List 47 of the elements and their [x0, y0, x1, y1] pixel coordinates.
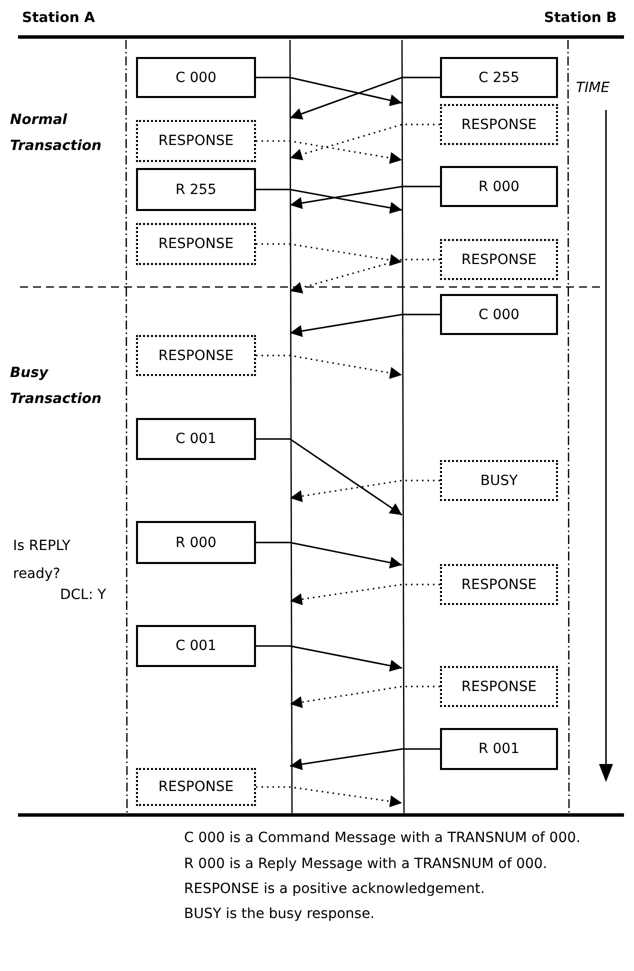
- arrow: [256, 76, 402, 106]
- arrow: [290, 186, 440, 209]
- arrow: [256, 243, 402, 266]
- section-label: Normal Transaction: [10, 111, 102, 156]
- response-box: RESPONSE: [440, 239, 558, 280]
- arrow: [256, 354, 402, 379]
- response-box: RESPONSE: [440, 564, 558, 605]
- arrow: [290, 584, 440, 606]
- response-box: RESPONSE: [440, 666, 558, 707]
- arrow: [256, 645, 402, 672]
- arrow: [290, 124, 440, 160]
- response-box: BUSY: [440, 460, 558, 501]
- note-text: BUSY is the busy response.: [184, 906, 375, 922]
- message-box: C 001: [136, 625, 256, 667]
- response-box: RESPONSE: [440, 104, 558, 145]
- response-box: RESPONSE: [136, 768, 256, 806]
- arrow: [290, 748, 440, 770]
- message-box: R 000: [440, 166, 558, 207]
- arrow: [290, 314, 440, 337]
- message-box: R 001: [440, 728, 558, 770]
- note-text: Is REPLY ready?: [13, 537, 72, 584]
- arrow: [290, 76, 440, 120]
- arrow: [290, 686, 440, 708]
- axis-label: TIME: [576, 80, 610, 96]
- note-text: R 000 is a Reply Message with a TRANSNUM of 000.: [184, 856, 548, 872]
- station-label: Station A: [22, 10, 96, 26]
- arrow: [256, 438, 402, 516]
- note-text: DCL: Y: [60, 587, 106, 603]
- message-box: C 000: [136, 57, 256, 98]
- message-box: R 000: [136, 521, 256, 564]
- response-box: RESPONSE: [136, 120, 256, 162]
- arrow: [256, 786, 402, 808]
- response-box: RESPONSE: [136, 335, 256, 376]
- message-box: R 255: [136, 168, 256, 211]
- arrow: [290, 258, 440, 294]
- arrow: [256, 140, 402, 164]
- section-label: Busy Transaction: [10, 364, 102, 409]
- message-box: C 255: [440, 57, 558, 98]
- station-label: Station B: [544, 10, 617, 26]
- arrow: [256, 188, 402, 214]
- note-text: C 000 is a Command Message with a TRANSNUM of 000.: [184, 830, 580, 846]
- note-text: RESPONSE is a positive acknowledgement.: [184, 881, 485, 897]
- arrow: [290, 480, 440, 502]
- message-box: C 000: [440, 294, 558, 335]
- arrow: [256, 542, 402, 569]
- response-box: RESPONSE: [136, 223, 256, 265]
- message-box: C 001: [136, 418, 256, 460]
